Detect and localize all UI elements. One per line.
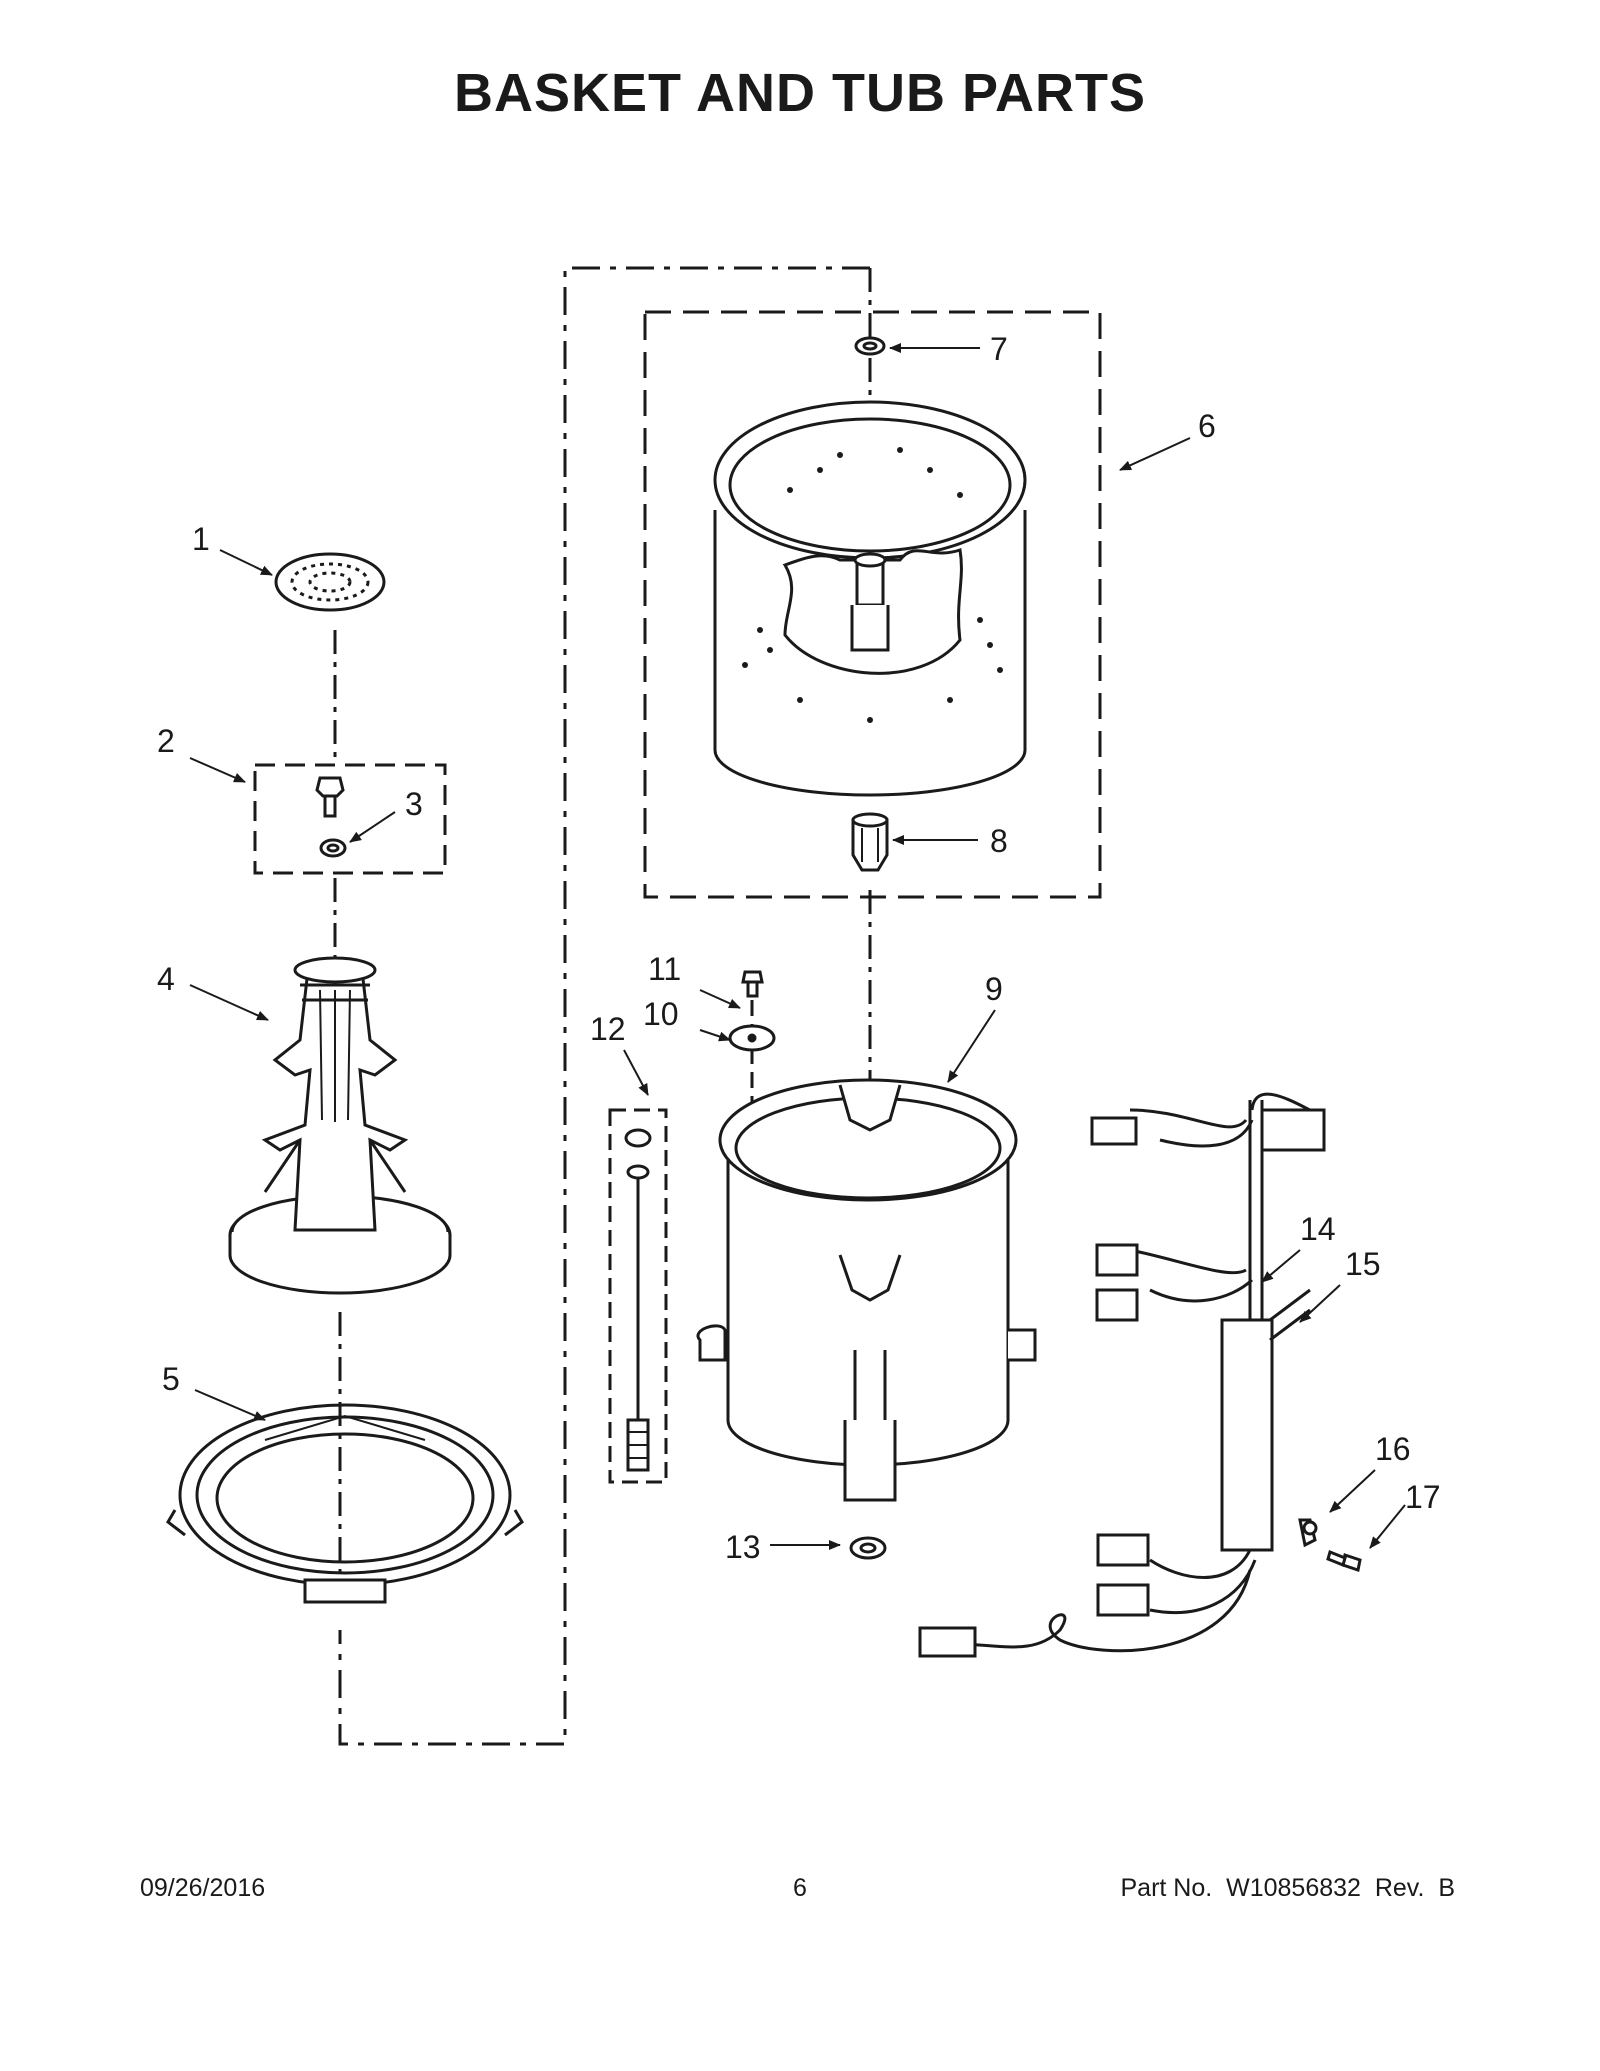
wash-basket <box>713 400 1027 797</box>
callout-6: 6 <box>1198 408 1216 444</box>
outer-tub <box>696 1078 1037 1502</box>
suspension-rod-box <box>608 1108 668 1484</box>
basket-assembly-box <box>643 310 1102 899</box>
footer-page-number: 6 <box>793 1874 807 1902</box>
callout-5: 5 <box>162 1361 180 1397</box>
callout-13: 13 <box>725 1529 761 1565</box>
tub-bracket <box>728 1024 776 1052</box>
footer-part-number: Part No. W10856832 Rev. B <box>1121 1874 1456 1903</box>
callout-14: 14 <box>1300 1211 1336 1247</box>
callout-8: 8 <box>990 823 1008 859</box>
harness-clamp <box>1298 1518 1318 1548</box>
callout-17: 17 <box>1405 1479 1441 1515</box>
rev-value: B <box>1438 1874 1455 1902</box>
footer-date: 09/26/2016 <box>140 1874 266 1902</box>
callout-1: 1 <box>192 521 210 557</box>
bracket-screw <box>741 970 764 998</box>
part-number: W10856832 <box>1226 1874 1361 1902</box>
callout-2: 2 <box>157 723 175 759</box>
callout-4: 4 <box>157 961 175 997</box>
basket-hub-nut <box>854 336 886 356</box>
callout-3: 3 <box>405 786 423 822</box>
page-title: BASKET AND TUB PARTS <box>454 63 1146 123</box>
tub-seal <box>849 1536 887 1560</box>
drive-block <box>851 812 889 872</box>
callout-10: 10 <box>643 996 679 1032</box>
agitator-cap <box>274 552 386 612</box>
assembly-loop-line <box>338 266 870 1746</box>
wire-harness <box>918 1092 1326 1658</box>
tub-ring <box>166 1403 524 1604</box>
clamp-screw <box>1326 1549 1362 1572</box>
agitator <box>228 956 452 1295</box>
bolt-washer <box>319 838 347 858</box>
agitator-bolt <box>315 776 345 818</box>
bolt-assembly-box <box>253 763 447 875</box>
callout-11: 11 <box>648 951 681 987</box>
callout-9: 9 <box>985 971 1003 1007</box>
callout-7: 7 <box>990 331 1008 367</box>
part-label: Part No. <box>1120 1874 1213 1902</box>
suspension-rod <box>624 1128 652 1472</box>
rev-label: Rev. <box>1374 1874 1425 1902</box>
callout-12: 12 <box>590 1011 626 1047</box>
callout-16: 16 <box>1375 1431 1411 1467</box>
callout-15: 15 <box>1345 1246 1381 1282</box>
